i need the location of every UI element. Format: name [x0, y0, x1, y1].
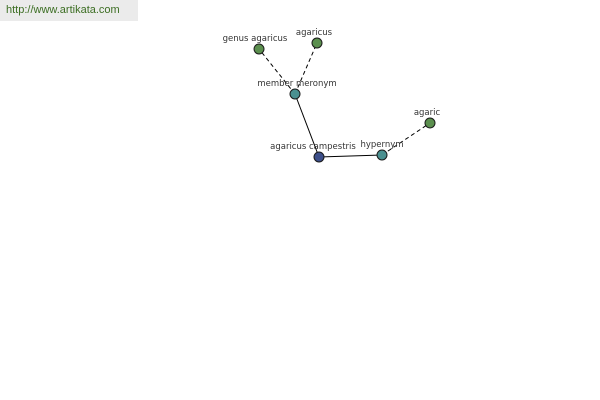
edges [258, 42, 431, 158]
node-genus-agaricus[interactable] [253, 43, 265, 55]
node-label-genus-agaricus: genus agaricus [223, 34, 288, 44]
node-label-hypernym: hypernym [360, 140, 403, 150]
node-hypernym[interactable] [376, 149, 388, 161]
node-label-member-meronym: member meronym [257, 79, 336, 89]
edge-agaricus-campestris-to-hypernym [318, 154, 383, 158]
node-agaric[interactable] [424, 117, 436, 129]
node-agaricus-campestris[interactable] [313, 151, 325, 163]
site-url[interactable]: http://www.artikata.com [6, 4, 120, 16]
node-label-agaricus-campestris: agaricus campestris [270, 142, 356, 152]
node-label-agaric: agaric [414, 108, 441, 118]
edge-member-meronym-to-agaricus [294, 42, 318, 95]
nodes [253, 37, 436, 163]
labels: genus agaricus agaricus member meronym agar… [223, 28, 441, 152]
url-banner: http://www.artikata.com [0, 0, 138, 21]
edge-member-meronym-to-genus-agaricus [258, 48, 296, 95]
edge-agaricus-campestris-to-member-meronym [294, 93, 320, 158]
node-label-agaricus: agaricus [296, 28, 333, 38]
edge-hypernym-to-agaric [381, 122, 431, 156]
node-agaricus[interactable] [311, 37, 323, 49]
node-member-meronym[interactable] [289, 88, 301, 100]
